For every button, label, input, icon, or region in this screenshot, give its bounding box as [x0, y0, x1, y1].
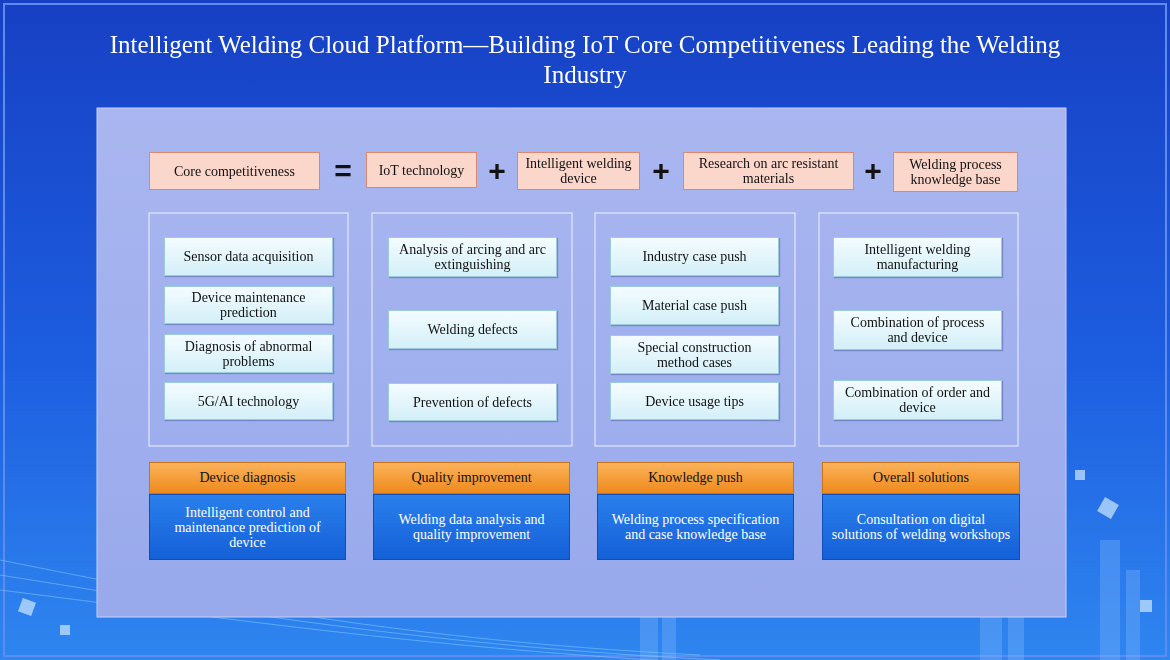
- feature-box: Device maintenance prediction: [164, 286, 333, 324]
- frame: [4, 4, 1166, 656]
- section-heading: Overall solutions: [822, 462, 1020, 494]
- section-heading: Quality improvement: [373, 462, 570, 494]
- box-label: Industry case push: [642, 249, 746, 264]
- feature-box: Prevention of defects: [388, 383, 557, 421]
- feature-box: Combination of process and device: [833, 310, 1002, 350]
- feature-box: Sensor data acquisition: [164, 237, 333, 276]
- feature-box: Special construction method cases: [610, 335, 779, 374]
- box-label: Device maintenance prediction: [170, 290, 327, 320]
- column-panels: [149, 213, 1018, 446]
- box-label: Diagnosis of abnormal problems: [170, 339, 327, 369]
- solution-box: Device diagnosisIntelligent control and …: [149, 462, 346, 560]
- main-panel: [97, 108, 1066, 617]
- section-body: Welding process specification and case k…: [597, 494, 794, 560]
- operator-symbol: +: [858, 156, 888, 186]
- component-box: Welding process knowledge base: [893, 152, 1018, 192]
- feature-box: Analysis of arcing and arc extinguishing: [388, 237, 557, 277]
- box-label: Material case push: [642, 298, 747, 313]
- box-label: Welding defects: [427, 322, 517, 337]
- section-body: Welding data analysis and quality improv…: [373, 494, 570, 560]
- feature-box: Material case push: [610, 286, 779, 325]
- feature-box: Welding defects: [388, 310, 557, 349]
- component-box: Research on arc resistant materials: [683, 152, 854, 190]
- feature-box: Combination of order and device: [833, 380, 1002, 420]
- section-heading: Knowledge push: [597, 462, 794, 494]
- component-box: Intelligent welding device: [517, 152, 640, 190]
- box-label: Welding process knowledge base: [899, 157, 1012, 187]
- feature-box: Device usage tips: [610, 382, 779, 420]
- box-label: Intelligent welding manufacturing: [839, 242, 996, 272]
- component-box: IoT technology: [366, 152, 477, 188]
- box-label: IoT technology: [379, 163, 465, 178]
- box-label: Research on arc resistant materials: [689, 156, 848, 186]
- box-label: 5G/AI technology: [198, 394, 299, 409]
- solution-box: Overall solutionsConsultation on digital…: [822, 462, 1020, 560]
- feature-box: Diagnosis of abnormal problems: [164, 334, 333, 373]
- feature-box: Intelligent welding manufacturing: [833, 237, 1002, 277]
- section-body: Consultation on digital solutions of wel…: [822, 494, 1020, 560]
- box-label: Combination of order and device: [839, 385, 996, 415]
- box-label: Device usage tips: [645, 394, 744, 409]
- box-label: Combination of process and device: [839, 315, 996, 345]
- section-heading: Device diagnosis: [149, 462, 346, 494]
- feature-box: 5G/AI technology: [164, 382, 333, 420]
- box-label: Special construction method cases: [616, 340, 773, 370]
- solution-box: Knowledge pushWelding process specificat…: [597, 462, 794, 560]
- box-label: Core competitiveness: [174, 164, 295, 179]
- operator-symbol: +: [646, 156, 676, 186]
- box-label: Analysis of arcing and arc extinguishing: [394, 242, 551, 272]
- component-box: Core competitiveness: [149, 152, 320, 190]
- box-label: Prevention of defects: [413, 395, 532, 410]
- operator-symbol: +: [482, 156, 512, 186]
- box-label: Intelligent welding device: [523, 156, 634, 186]
- operator-symbol: =: [328, 156, 358, 186]
- page-title: Intelligent Welding Cloud Platform—Build…: [100, 30, 1070, 90]
- section-body: Intelligent control and maintenance pred…: [149, 494, 346, 560]
- box-label: Sensor data acquisition: [184, 249, 314, 264]
- solution-box: Quality improvementWelding data analysis…: [373, 462, 570, 560]
- feature-box: Industry case push: [610, 237, 779, 276]
